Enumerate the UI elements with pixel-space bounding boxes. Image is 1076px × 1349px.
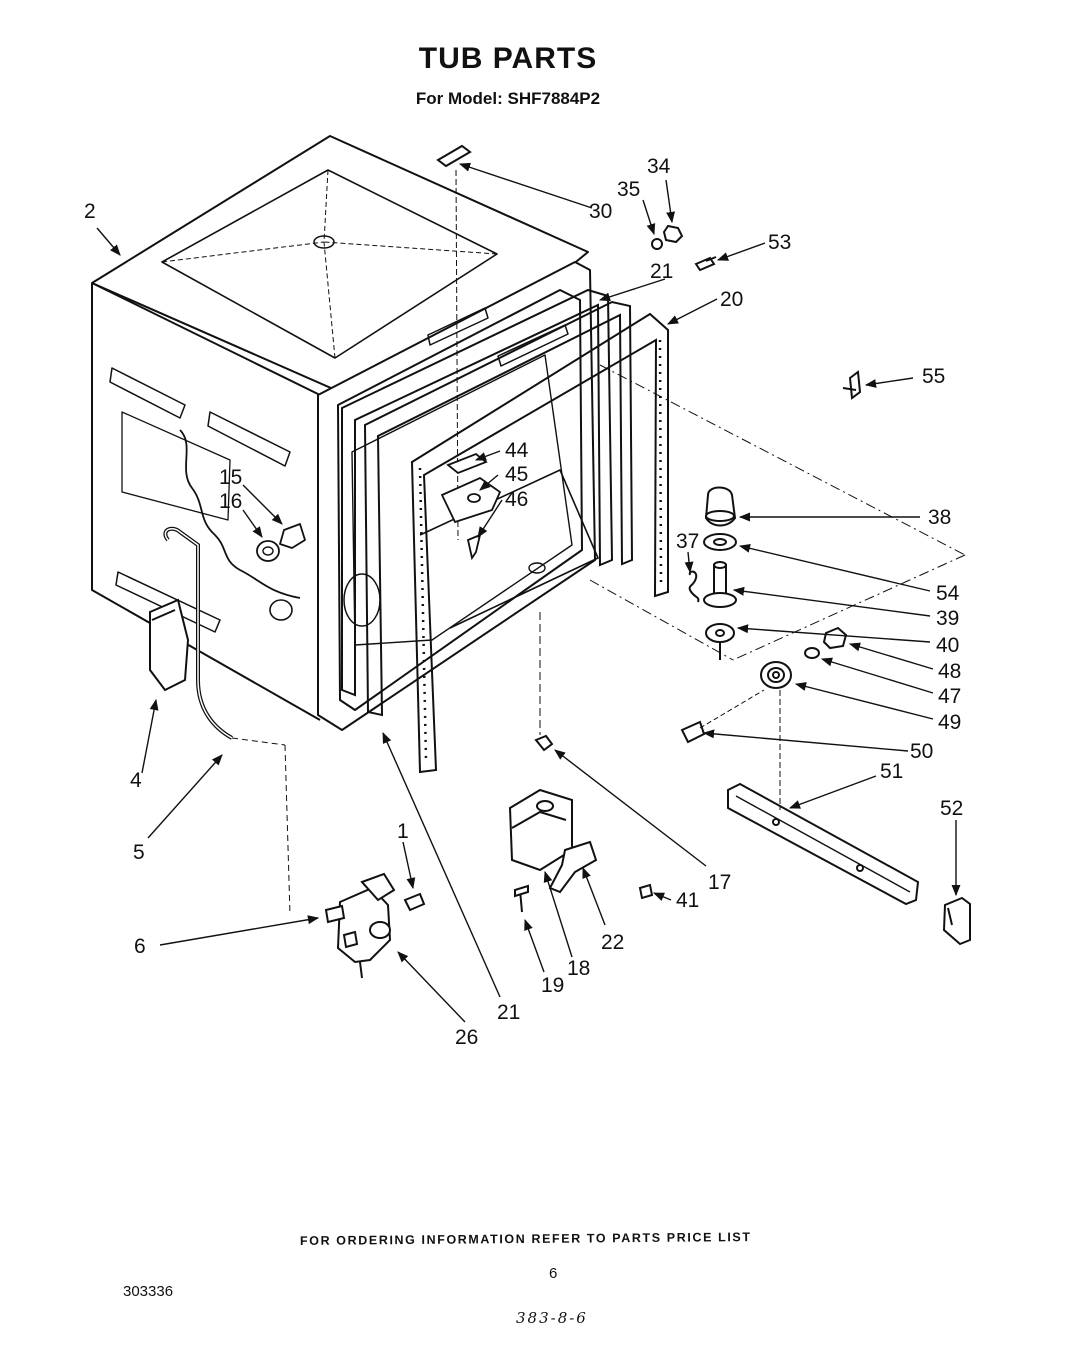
callout-41: 41 xyxy=(676,889,699,912)
callout-5: 5 xyxy=(133,841,145,864)
handwritten-code: 383-8-6 xyxy=(516,1309,588,1327)
callout-15: 15 xyxy=(219,466,242,489)
callout-45: 45 xyxy=(505,463,528,486)
callout-16: 16 xyxy=(219,490,242,513)
callout-34: 34 xyxy=(647,155,671,178)
water-valve xyxy=(324,872,426,979)
callout-21-bottom: 21 xyxy=(497,1001,520,1024)
callout-labels: 2 30 35 34 53 21 20 55 44 45 46 15 16 38… xyxy=(84,155,963,1049)
door-gaskets xyxy=(341,288,669,774)
page-number: 6 xyxy=(549,1265,558,1282)
top-hardware xyxy=(651,224,717,272)
callout-17: 17 xyxy=(708,871,731,894)
callout-2: 2 xyxy=(84,200,96,223)
callout-40: 40 xyxy=(936,634,959,657)
callout-35: 35 xyxy=(617,178,640,201)
callout-44: 44 xyxy=(505,439,529,462)
callout-4: 4 xyxy=(130,769,142,792)
callout-48: 48 xyxy=(938,660,961,683)
callout-19: 19 xyxy=(541,974,564,997)
construction-lines xyxy=(589,364,966,661)
callout-37: 37 xyxy=(676,530,699,553)
callout-26: 26 xyxy=(455,1026,478,1049)
callout-6: 6 xyxy=(134,935,146,958)
center-bracket xyxy=(508,612,654,913)
callout-53: 53 xyxy=(768,231,791,254)
leader-arrows xyxy=(96,162,961,1023)
callout-22: 22 xyxy=(601,931,624,954)
callout-38: 38 xyxy=(928,506,951,529)
right-parts xyxy=(680,370,971,946)
callout-20: 20 xyxy=(720,288,743,311)
callout-47: 47 xyxy=(938,685,961,708)
callout-54: 54 xyxy=(936,582,960,605)
left-components xyxy=(149,526,291,916)
callout-39: 39 xyxy=(936,607,959,630)
callout-52: 52 xyxy=(940,797,963,820)
document-number: 303336 xyxy=(123,1283,174,1300)
top-bracket-30 xyxy=(436,144,472,541)
model-subtitle: For Model: SHF7884P2 xyxy=(415,89,601,108)
callout-21-top: 21 xyxy=(650,260,673,283)
callout-1: 1 xyxy=(397,820,409,843)
callout-50: 50 xyxy=(910,740,933,763)
callout-46: 46 xyxy=(505,488,528,511)
callout-30: 30 xyxy=(589,200,612,223)
page-title: TUB PARTS xyxy=(418,42,598,75)
callout-18: 18 xyxy=(567,957,590,980)
callout-51: 51 xyxy=(880,760,903,783)
callout-49: 49 xyxy=(938,711,961,734)
callout-55: 55 xyxy=(922,365,945,388)
